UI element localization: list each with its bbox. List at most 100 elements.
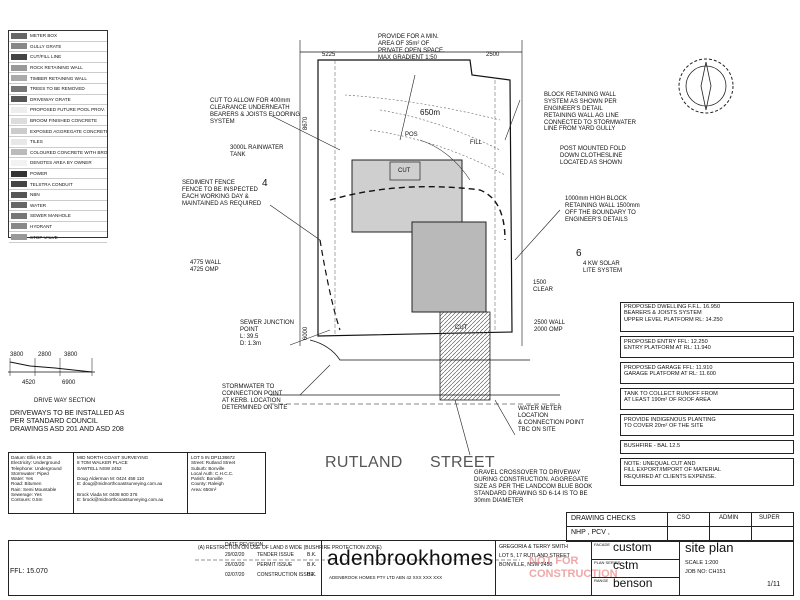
revision-row-1-by: B.K. <box>307 552 317 558</box>
revision-row-1-desc: TENDER ISSUE <box>257 552 294 558</box>
legend-item: DENOTES AREA BY OWNER <box>9 158 107 169</box>
plan-label-cut-2: CUT <box>455 325 468 331</box>
dim-5225: 5225 <box>322 52 336 58</box>
dw-dim-5: 6900 <box>62 380 76 386</box>
revision-header: DATE REVISION <box>225 542 264 548</box>
dw-dim-2: 2800 <box>38 352 52 358</box>
note-clear: 1500 CLEAR <box>533 280 554 293</box>
driveway <box>439 311 491 401</box>
pool-icon <box>11 106 27 113</box>
gully-grate-icon <box>11 43 27 50</box>
driveway-section <box>8 358 95 376</box>
driveway-section-title: DRIVE WAY SECTION <box>34 398 96 404</box>
note-tank-runoff: TANK TO COLLECT RUNOFF FROM AT LEAST 190… <box>620 388 794 410</box>
legend-item: GULLY GRATE <box>9 42 107 53</box>
revision-row-2-by: B.K. <box>307 562 317 568</box>
note-private-open-space: PROVIDE FOR A MIN. AREA OF 35m² OF PRIVA… <box>378 34 445 61</box>
watermark-stamp: NOT FOR CONSTRUCTION <box>529 555 618 580</box>
survey-lot: LOT 5 IN DP1138672 Street: Rutland Stree… <box>191 455 236 492</box>
stop-valve-icon <box>11 234 27 241</box>
legend-item: NBN <box>9 190 107 201</box>
legend-item: ROCK RETAINING WALL <box>9 63 107 74</box>
note-bushfire: BUSHFIRE - BAL 12.5 <box>620 440 794 454</box>
brand-logo: adenbrookhomes <box>327 547 494 570</box>
plan-label-cut-1: CUT <box>398 168 411 174</box>
driveway-grate-icon <box>11 96 27 103</box>
plan-label-fill: FILL <box>470 140 483 146</box>
note-solar: 4 KW SOLAR LITE SYSTEM <box>583 261 623 274</box>
checks-col-admin: ADMIN <box>719 515 739 521</box>
client-name: GREGORIA & TERRY SMITH <box>499 544 568 550</box>
legend-item-label: DENOTES AREA BY OWNER <box>30 160 92 166</box>
legend-item-label: PROPOSED FUTURE POOL PROV. <box>30 107 105 113</box>
legend-item: COLOURED CONCRETE WITH BROOM FINISH <box>9 148 107 159</box>
legend-item: BROOM FINISHED CONCRETE <box>9 116 107 127</box>
note-high-block-wall: 1000mm HIGH BLOCK RETAINING WALL 1500mm … <box>565 196 640 223</box>
street-name-right: STREET <box>430 454 495 471</box>
nbn-icon <box>11 191 27 198</box>
aggregate-icon <box>11 128 27 135</box>
tree-removed-icon <box>11 85 27 92</box>
legend-item-label: TILES <box>30 139 43 145</box>
timber-wall-icon <box>11 75 27 82</box>
dim-6000: 6000 <box>303 326 310 341</box>
legend-item-label: DRIVEWAY GRATE <box>30 96 71 102</box>
legend-item: SEWER MANHOLE <box>9 211 107 222</box>
survey-info: Datum: Ellis Ht 0.25 Electricity: Underg… <box>11 455 62 503</box>
owner-area-icon <box>11 159 27 166</box>
note-rainwater-tank: 3000L RAINWATER TANK <box>230 145 284 158</box>
facade-value: custom <box>613 540 652 554</box>
legend-item-label: TIMBER RETAINING WALL <box>30 75 87 81</box>
survey-block: Datum: Ellis Ht 0.25 Electricity: Underg… <box>8 452 266 514</box>
legend-item-label: BROOM FINISHED CONCRETE <box>30 118 98 124</box>
coloured-concrete-icon <box>11 149 27 156</box>
note-entry: PROPOSED ENTRY FFL: 12.250 ENTRY PLATFOR… <box>620 336 794 358</box>
note-cut-fill: NOTE: UNEQUAL CUT AND FILL EXPORT/IMPORT… <box>620 458 794 486</box>
note-water-meter: WATER METER LOCATION & CONNECTION POINT … <box>518 406 585 433</box>
note-planting: PROVIDE INDIGENOUS PLANTING TO COVER 20m… <box>620 414 794 436</box>
ffl-value: FFL: 15.070 <box>10 568 48 575</box>
legend-item: METER BOX <box>9 31 107 42</box>
client-address: LOT 5, 17 RUTLAND STREET <box>499 553 570 559</box>
legend-item-label: COLOURED CONCRETE WITH BROOM FINISH <box>30 149 107 155</box>
note-gravel-crossover: GRAVEL CROSSOVER TO DRIVEWAY DURING CONS… <box>474 470 593 504</box>
sewer-manhole-icon <box>11 212 27 219</box>
note-block-wall: BLOCK RETAINING WALL SYSTEM AS SHOWN PER… <box>544 92 637 133</box>
legend-item-label: POWER <box>30 171 48 177</box>
legend-item: PROPOSED FUTURE POOL PROV. <box>9 105 107 116</box>
legend-item-label: HYDRANT <box>30 223 53 229</box>
plan-series-label: PLAN SERIES <box>594 560 621 565</box>
sheet-page: 1/11 <box>767 581 781 588</box>
telstra-icon <box>11 181 27 188</box>
note-cut-allow: CUT TO ALLOW FOR 400mm CLEARANCE UNDERNE… <box>210 98 301 125</box>
legend-item: TREES TO BE REMOVED <box>9 84 107 95</box>
dw-dim-1: 3800 <box>10 352 24 358</box>
legend-item: WATER <box>9 201 107 212</box>
legend-item: STOP VALVE <box>9 232 107 243</box>
plan-series-value: cstm <box>613 558 639 572</box>
dw-dim-4: 4520 <box>22 380 36 386</box>
cut-fill-line-icon <box>11 53 27 60</box>
lot-boundary <box>317 59 513 337</box>
power-icon <box>11 170 27 177</box>
lot-area: 650m <box>420 108 441 117</box>
legend-item: EXPOSED AGGREGATE CONCRETE <box>9 126 107 137</box>
note-sewer-junction: SEWER JUNCTION POINT L: 39.5 D: 1.3m <box>240 320 294 347</box>
checks-col-super: SUPER <box>759 515 780 521</box>
note-sediment-fence: SEDIMENT FENCE FENCE TO BE INSPECTED EAC… <box>182 180 262 207</box>
meter-box-icon <box>11 32 27 39</box>
legend-item-label: METER BOX <box>30 33 58 39</box>
revision-row-2-date: 26/03/20 <box>225 562 245 568</box>
title-block: DATE REVISION 29/02/20 TENDER ISSUE B.K.… <box>8 540 794 596</box>
note-restriction: (A) RESTRICTION ON USE OF LAND 8 WIDE (B… <box>198 545 382 551</box>
sheet-title: site plan <box>685 540 734 555</box>
broom-concrete-icon <box>11 117 27 124</box>
legend-item-label: WATER <box>30 202 47 208</box>
dw-dim-3: 3800 <box>64 352 78 358</box>
lot-number-left: 4 <box>262 178 268 189</box>
survey-company: MID NORTH COAST SURVEYING 8 TOM WALKER P… <box>77 455 164 503</box>
note-stormwater: STORMWATER TO CONNECTION POINT AT KERB. … <box>222 384 288 411</box>
dim-2500: 2500 <box>486 52 500 58</box>
